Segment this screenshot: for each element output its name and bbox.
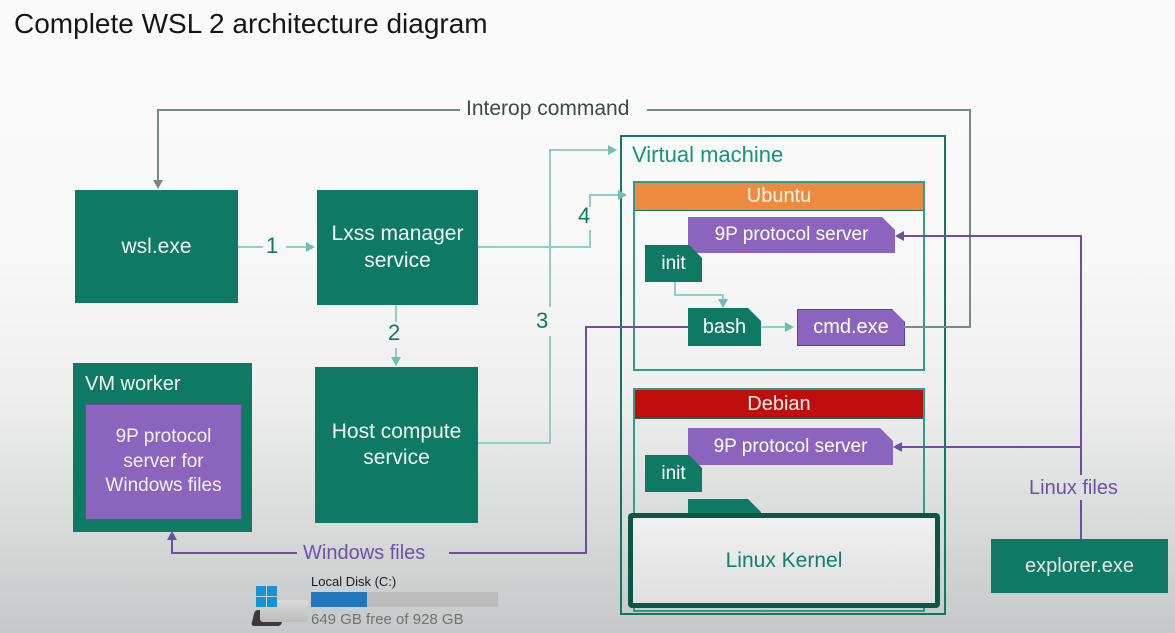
step-1: 1 [266,233,279,258]
wsl-exe-box: wsl.exe [75,190,238,303]
host-compute-service-label: Host compute service [331,419,462,469]
local-disk-widget: Local Disk (C:) 649 GB free of 928 GB [250,572,510,630]
lxss-manager-service-label: Lxss manager service [331,222,464,272]
linux-files-label: Linux files [1029,477,1118,499]
ubuntu-bash-tag: bash [688,308,761,346]
windows-files-label: Windows files [303,542,426,564]
debian-init-tag: init [645,455,702,492]
debian-9p-label: 9P protocol server [713,435,868,457]
ubuntu-init-label: init [661,252,686,274]
arrow-2-icon [391,357,401,366]
virtual-machine-label: Virtual machine [632,142,784,167]
ubuntu-label: Ubuntu [746,185,812,207]
arrow-4-icon [618,190,627,200]
arrow-3-icon [608,145,617,155]
host-compute-service-box: Host compute service [315,367,478,523]
disk-free-label: 649 GB free of 928 GB [311,611,464,628]
debian-box: Debian [633,388,925,612]
virtual-machine-box: Virtual machine [620,135,946,615]
vm-worker-box: VM worker 9P protocol server for Windows… [73,363,252,532]
ubuntu-cmd-exe-tag: cmd.exe [797,309,905,346]
init-to-bash-arrow-icon [718,299,728,308]
disk-name-label: Local Disk (C:) [311,574,397,589]
p9-windows-files-box: 9P protocol server for Windows files [85,404,242,520]
ubuntu-9p-label: 9P protocol server [714,224,869,245]
debian-label: Debian [747,392,811,415]
ubuntu-header: Ubuntu [635,183,923,211]
interop-arrow-icon [153,180,163,189]
linux-files-debian-arrow-icon [893,442,902,452]
windows-logo-icon [256,586,277,607]
vm-worker-label: VM worker [85,373,181,395]
ubuntu-cmd-exe-label: cmd.exe [813,316,889,338]
arrow-1-icon [306,242,315,252]
debian-9p-protocol-server-tag: 9P protocol server [688,428,893,465]
disk-usage-bar [311,592,498,607]
p9-windows-files-label: 9P protocol server for Windows files [105,425,222,497]
step-2: 2 [388,320,401,345]
linux-files-ubuntu-arrow-icon [895,231,904,241]
step-3: 3 [536,308,549,333]
bash-to-cmd-arrow-icon [785,322,794,332]
explorer-exe-label: explorer.exe [1025,554,1134,577]
windows-files-arrow-icon [167,531,177,540]
ubuntu-9p-protocol-server-tag: 9P protocol server [688,217,895,253]
debian-init-label: init [661,462,686,484]
ubuntu-box: Ubuntu [633,181,925,371]
lxss-manager-service-box: Lxss manager service [317,190,478,305]
step-4: 4 [578,203,591,228]
interop-command-label: Interop command [466,97,630,120]
linux-kernel-label: Linux Kernel [725,548,843,572]
linux-kernel-box: Linux Kernel [628,513,940,608]
page-title: Complete WSL 2 architecture diagram [14,8,488,39]
wsl-exe-label: wsl.exe [121,234,192,258]
disk-usage-fill [311,592,368,607]
debian-header: Debian [635,390,923,419]
ubuntu-bash-label: bash [702,315,747,338]
ubuntu-init-tag: init [645,245,702,282]
explorer-exe-box: explorer.exe [991,539,1168,593]
